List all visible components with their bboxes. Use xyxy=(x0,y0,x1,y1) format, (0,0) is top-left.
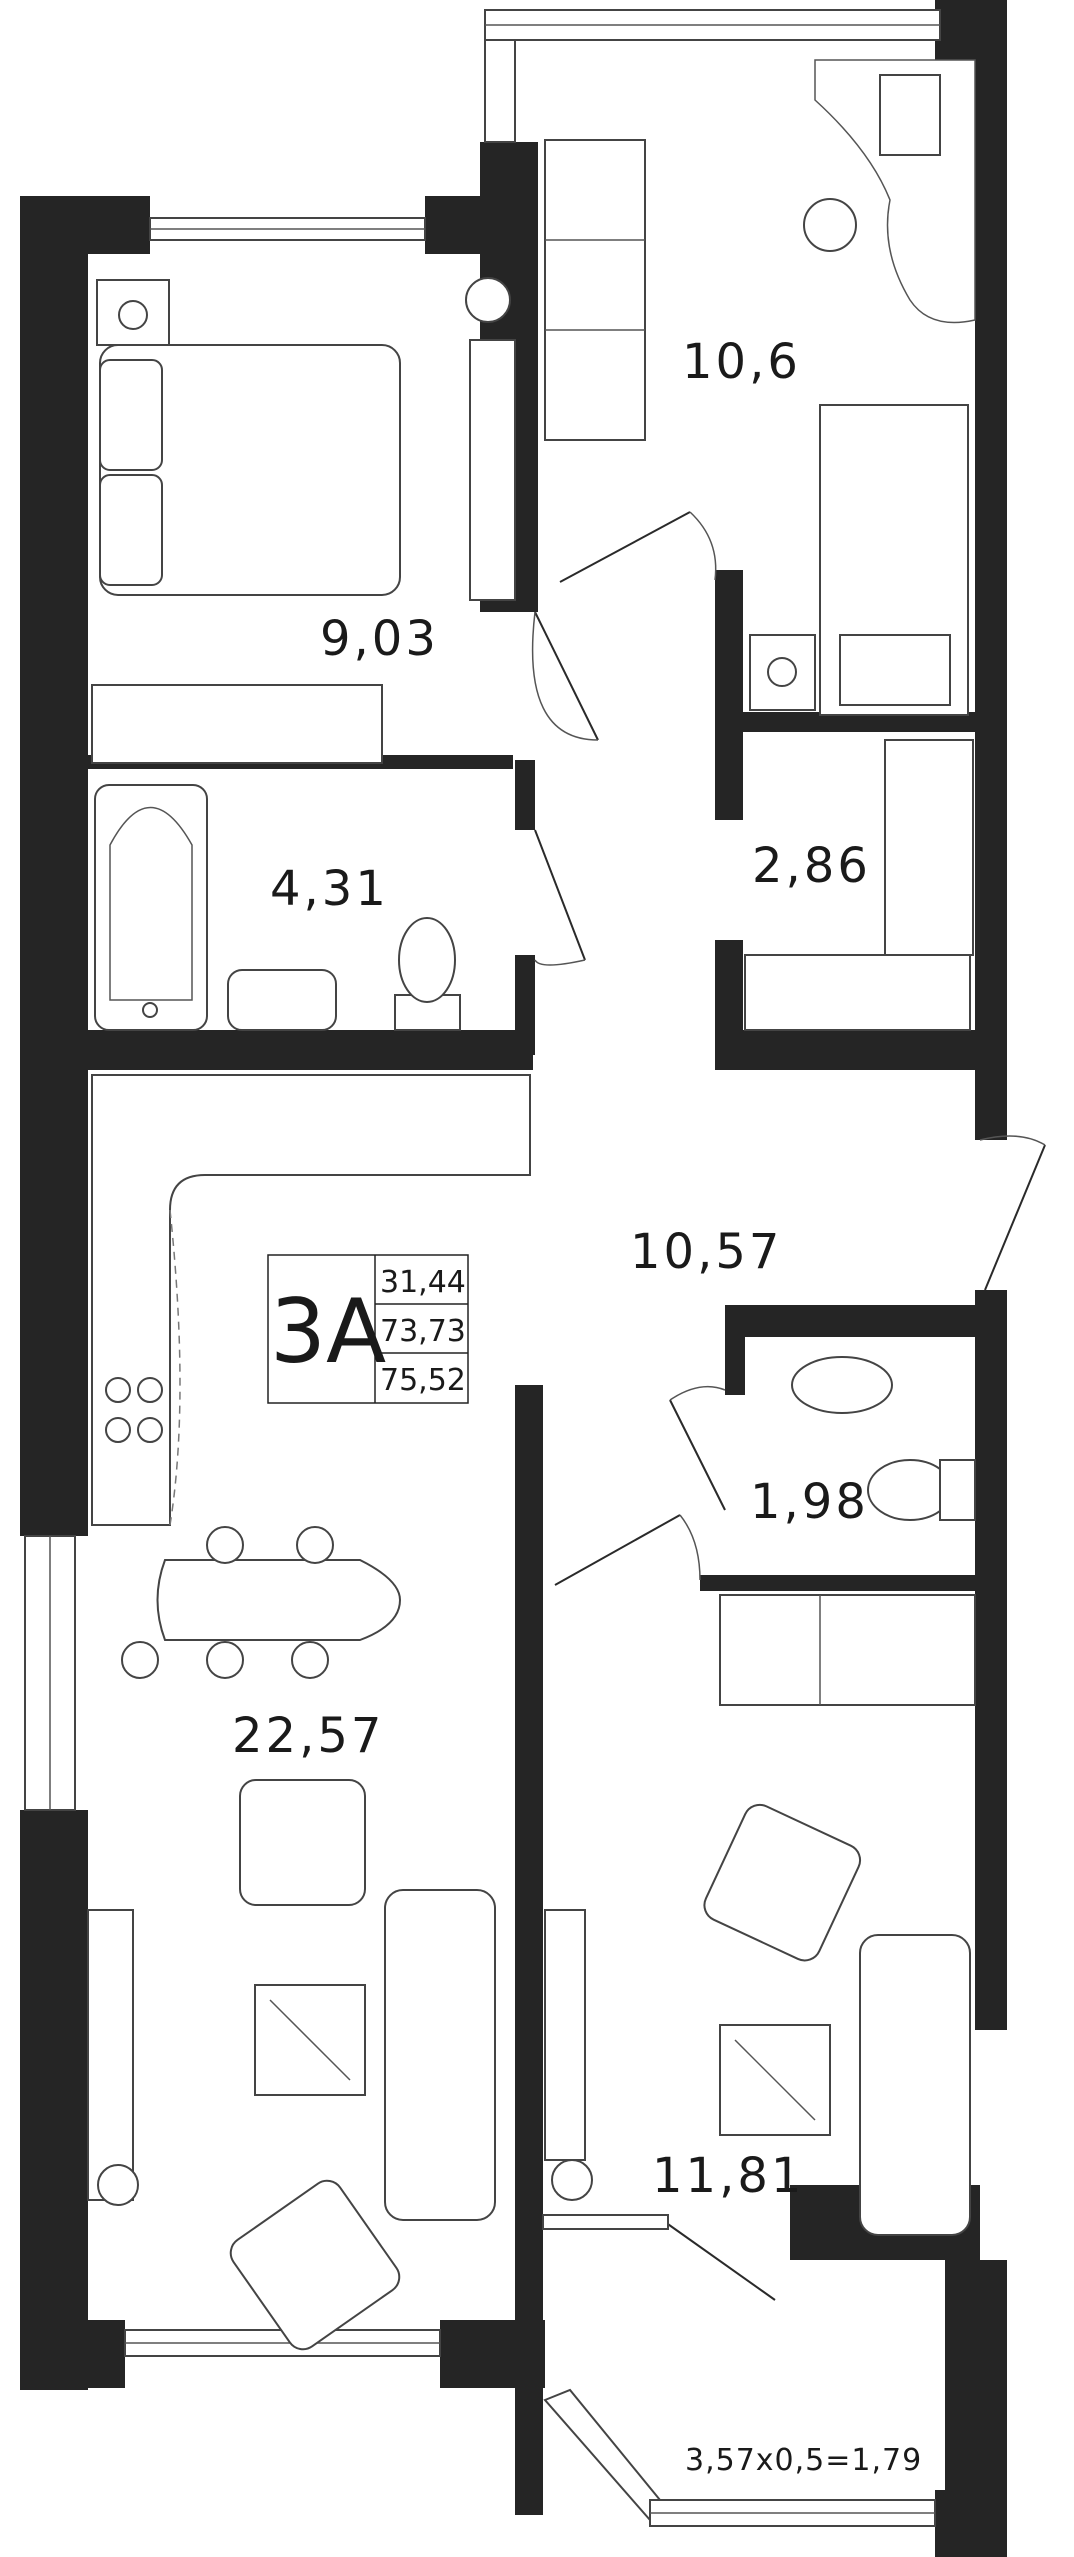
door-bathroom xyxy=(534,829,586,961)
toilet-bowl xyxy=(398,917,456,1003)
living-area: 31,44 xyxy=(380,1265,466,1300)
plant-icon xyxy=(97,2164,139,2206)
sofa xyxy=(859,1934,971,2236)
wall-right-mid xyxy=(975,1290,1007,2030)
double-bed xyxy=(99,344,401,596)
walls xyxy=(20,0,1007,2557)
bar-counter xyxy=(156,1559,402,1641)
area-balcony: 3,57х0,5=1,79 xyxy=(685,2443,922,2478)
sofa xyxy=(384,1889,496,2221)
wall-bottom-mid xyxy=(440,2320,545,2388)
bar-stool xyxy=(291,1641,329,1679)
pillow xyxy=(839,634,951,706)
area-bedroom-1: 9,03 xyxy=(320,611,439,667)
area-toilet: 1,98 xyxy=(750,1474,869,1530)
area-bedroom-2: 10,6 xyxy=(682,334,801,390)
total-area-with-balcony: 75,52 xyxy=(380,1363,466,1398)
wall-bath-right-bottom xyxy=(515,955,535,1055)
office-chair xyxy=(803,198,857,252)
toilet-sink xyxy=(791,1356,893,1414)
wall-bottom-right xyxy=(935,2490,1007,2557)
room-labels: 9,03 10,6 4,31 2,86 10,57 1,98 22,57 11,… xyxy=(232,334,922,2478)
wall-closet-left xyxy=(715,940,743,1070)
bar-stool xyxy=(206,1526,244,1564)
stove-burner xyxy=(137,1417,163,1443)
sink xyxy=(227,969,337,1031)
wall-closet-hall xyxy=(725,1030,980,1070)
armchair xyxy=(239,1779,366,1906)
lamp-icon xyxy=(118,300,148,330)
drain-icon xyxy=(142,1002,158,1018)
door-bedroom-1 xyxy=(534,611,599,741)
bar-stool xyxy=(121,1641,159,1679)
kitchen-counter xyxy=(91,1074,531,1526)
door-bedroom-3 xyxy=(554,1514,681,1586)
total-area: 73,73 xyxy=(380,1314,466,1349)
tv-stand xyxy=(544,1909,586,2161)
wardrobe-bedroom-1 xyxy=(469,339,516,601)
window-balcony-diagonal xyxy=(543,2388,662,2522)
wall-bath-kitchen xyxy=(88,1030,533,1070)
door-bedroom-2 xyxy=(559,511,691,583)
pillow xyxy=(99,474,163,586)
area-bedroom-3: 11,81 xyxy=(652,2148,804,2204)
wall-right-upper xyxy=(975,0,1007,1140)
wall-left-lower xyxy=(20,1810,88,2390)
shelving xyxy=(884,739,974,956)
door-entrance xyxy=(984,1144,1046,1291)
stove-burner xyxy=(105,1377,131,1403)
furniture xyxy=(87,59,976,2351)
wall-bed2-closet xyxy=(725,712,980,732)
laptop-icon xyxy=(879,74,941,156)
wardrobe-bedroom-3 xyxy=(719,1594,976,1706)
armchair xyxy=(703,1803,862,1962)
wall-toilet-top xyxy=(725,1305,980,1337)
wall-left-upper xyxy=(20,196,88,1536)
bar-stool xyxy=(296,1526,334,1564)
apartment-type: 3А xyxy=(270,1280,386,1383)
pillow xyxy=(99,359,163,471)
plant-icon xyxy=(551,2159,593,2201)
nightstand xyxy=(749,634,816,711)
wall-top-left-corner xyxy=(20,196,150,254)
dresser xyxy=(91,684,383,764)
plant-icon xyxy=(465,277,511,323)
area-kitchen-living: 22,57 xyxy=(232,1708,384,1764)
wall-bath-right-top xyxy=(515,760,535,830)
balcony-threshold xyxy=(542,2214,669,2230)
door-balcony xyxy=(664,2221,776,2301)
desk xyxy=(814,59,976,324)
wall-bed2-hall xyxy=(715,570,743,820)
bar-stool xyxy=(206,1641,244,1679)
stove-burner xyxy=(137,1377,163,1403)
door-toilet xyxy=(669,1399,726,1511)
wardrobe-bedroom-2 xyxy=(544,139,646,441)
armchair xyxy=(229,2179,401,2351)
doors xyxy=(531,511,1046,2301)
area-hallway: 10,57 xyxy=(630,1224,782,1280)
wall-bottom-left-corner xyxy=(20,2320,125,2388)
lamp-icon xyxy=(767,657,797,687)
area-closet: 2,86 xyxy=(752,838,871,894)
tv-stand xyxy=(87,1909,134,2201)
storage-cabinet xyxy=(744,954,971,1031)
apartment-type-badge: 3А 31,44 73,73 75,52 xyxy=(267,1254,469,1404)
stove-burner xyxy=(105,1417,131,1443)
wall-toilet-left xyxy=(725,1305,745,1395)
windows xyxy=(24,9,941,2527)
toilet-tank xyxy=(939,1459,976,1521)
bathtub xyxy=(94,784,208,1031)
wall-toilet-bottom xyxy=(700,1575,980,1591)
area-bathroom: 4,31 xyxy=(270,861,389,917)
